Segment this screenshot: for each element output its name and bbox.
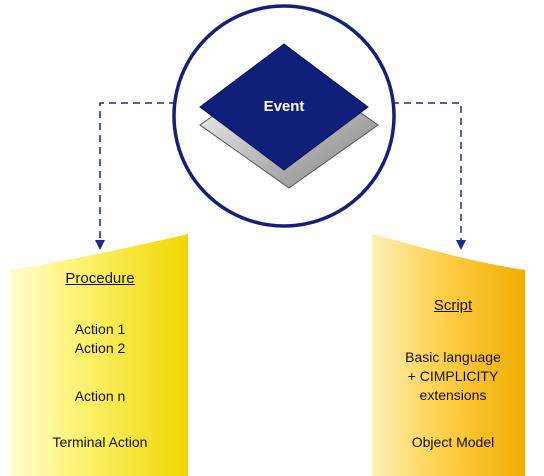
- procedure-terminal-action: Terminal Action: [52, 434, 148, 450]
- script-title: Script: [433, 297, 473, 314]
- event-label: Event: [263, 98, 305, 115]
- event-diamond: [199, 43, 369, 171]
- connector-to-script: [368, 102, 462, 242]
- script-line-basic-language: Basic language: [405, 349, 501, 365]
- connector-lines: [99, 102, 462, 242]
- script-line-extensions: extensions: [419, 387, 487, 403]
- arrowhead-script: [456, 240, 466, 250]
- script-block: [372, 234, 525, 476]
- procedure-action-2: Action 2: [74, 340, 126, 356]
- arrowhead-procedure: [95, 240, 105, 250]
- script-line-object-model: Object Model: [411, 434, 495, 450]
- script-line-cimplicity: + CIMPLICITY: [407, 368, 499, 384]
- procedure-action-n: Action n: [74, 388, 126, 404]
- connector-to-procedure: [99, 102, 200, 242]
- procedure-action-1: Action 1: [74, 321, 126, 337]
- procedure-block: [10, 234, 188, 476]
- procedure-title: Procedure: [65, 270, 135, 287]
